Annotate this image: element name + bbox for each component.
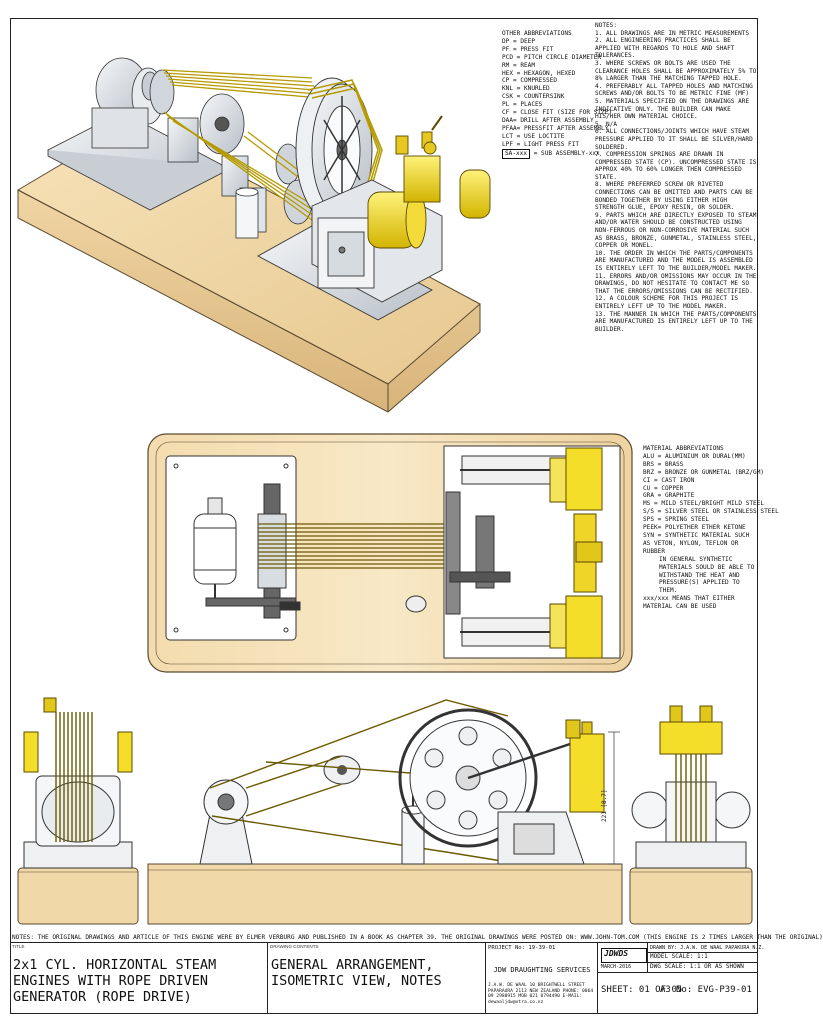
company-logo: JDWDS	[601, 948, 647, 963]
abbreviation-item: HEX = HEXAGON, HEXED	[502, 69, 576, 77]
material-item: CI = CAST IRON	[643, 476, 695, 484]
abbreviation-item: LCT = USE LOCTITE	[502, 132, 565, 140]
company-cell: PROJECT No: 19-39-01 JDW DRAUGHTING SERV…	[486, 943, 598, 1014]
contents-cell: DRAWING CONTENTS GENERAL ARRANGEMENT, IS…	[268, 943, 486, 1014]
material-abbreviations: MATERIAL ABBREVIATIONS ALU = ALUMINIUM O…	[643, 445, 779, 611]
abbreviation-item: RM = REAM	[502, 61, 536, 69]
note-item: 13. THE MANNER IN WHICH THE PARTS/COMPON…	[595, 310, 757, 333]
iso-cylinders	[367, 115, 491, 249]
note-item: 4. PREFERABLY ALL TAPPED HOLES AND MATCH…	[595, 82, 753, 98]
subassembly-box: SA-xxx	[502, 148, 531, 159]
notes-heading: NOTES:	[595, 22, 618, 29]
model-scale: MODEL SCALE: 1:1	[650, 953, 708, 960]
end-view-right	[629, 705, 753, 925]
either-material-note: xxx/xxx MEANS THAT EITHER MATERIAL CAN B…	[643, 595, 735, 611]
material-item: CU = COPPER	[643, 484, 684, 492]
note-item: 9. PARTS WHICH ARE DIRECTLY EXPOSED TO S…	[595, 211, 757, 250]
subassembly-text: = SUB ASSEMBLY-xxx	[533, 149, 600, 157]
title-cell: TITLE 2x1 CYL. HORIZONTAL STEAM ENGINES …	[10, 943, 268, 1014]
note-item: 12. A COLOUR SCHEME FOR THIS PROJECT IS …	[595, 295, 739, 310]
note-item: 1. ALL DRAWINGS ARE IN METRIC MEASUREMEN…	[595, 29, 750, 37]
drawn-by-cell: DRAWN BY: J.A.W. DE WAAL PAPAKURA N.Z.	[648, 943, 764, 953]
source-notes: NOTES: THE ORIGINAL DRAWINGS AND ARTICLE…	[10, 934, 823, 943]
material-item: BRS = BRASS	[643, 460, 684, 468]
material-item: PEEK= POLYETHER ETHER KETONE	[643, 524, 746, 532]
height-dimension: 221 [8.7]	[601, 789, 608, 822]
project-number: PROJECT No: 19-39-01	[488, 945, 555, 952]
drawing-contents: GENERAL ARRANGEMENT, ISOMETRIC VIEW, NOT…	[271, 957, 442, 989]
iso-lubricator	[235, 187, 259, 239]
drawing-title: 2x1 CYL. HORIZONTAL STEAM ENGINES WITH R…	[13, 957, 217, 1005]
iso-flywheel	[295, 77, 383, 229]
isometric-view	[16, 57, 491, 413]
subassembly-legend: SA-xxx = SUB ASSEMBLY-xxx	[502, 148, 600, 159]
abbreviation-item: LPF = LIGHT PRESS FIT	[502, 140, 580, 148]
sheet-count: SHEET: 01 OF 05	[601, 985, 683, 995]
note-item: 8. WHERE PREFERRED SCREW OR RIVETED CONN…	[595, 181, 753, 212]
logo-text: JDWDS	[604, 949, 629, 958]
abbreviation-item: PFAA= PRESSFIT AFTER ASSEMBLY	[502, 124, 609, 132]
iso-ropes	[161, 69, 321, 221]
notes-list: NOTES: 1. ALL DRAWINGS ARE IN METRIC MEA…	[595, 22, 757, 333]
material-item: SYN = SYNTHETIC MATERIAL SUCH AS VETON, …	[643, 531, 750, 555]
paper-size: A3	[660, 985, 671, 995]
material-abbreviations-heading: MATERIAL ABBREVIATIONS	[643, 445, 724, 452]
note-item: 2. ALL ENGINEERING PRACTICES SHALL BE AP…	[595, 37, 735, 60]
drawing-scale-cell: DWG SCALE: 1:1 OR AS SHOWN	[648, 963, 758, 973]
abbreviation-item: DP = DEEP	[502, 37, 536, 45]
abbreviation-item: CSK = COUNTERSINK	[502, 93, 565, 101]
iso-pulleys	[149, 69, 313, 225]
note-item: 6. ALL CONNECTIONS/JOINTS WHICH HAVE STE…	[595, 128, 753, 151]
note-item: 11. ERRORS AND/OR OMISSIONS MAY OCCUR IN…	[595, 272, 757, 295]
abbreviation-item: PF = PRESS FIT	[502, 45, 554, 53]
abbreviation-item: CF = CLOSE FIT (SIZE FOR SIZE)	[502, 109, 613, 117]
company-name: JDW DRAUGHTING SERVICES	[493, 966, 591, 974]
synthetic-note: IN GENERAL SYNTHETIC MATERIALS SOULD BE …	[659, 555, 755, 595]
drawing-sheet: NOTES: 1. ALL DRAWINGS ARE IN METRIC MEA…	[10, 18, 823, 1014]
material-item: GRA = GRAPHITE	[643, 492, 695, 500]
note-item: 7. COMPRESSION SPRINGS ARE DRAWN IN COMP…	[595, 151, 757, 181]
logo-cell: JDWDS MARCH-2016	[598, 943, 648, 973]
abbreviation-item: PCD = PITCH CIRCLE DIAMETER	[502, 53, 602, 61]
company-address: J.A.W. DE WAAL 10 BRIGHTWELL STREET PAPA…	[488, 983, 594, 1005]
material-item: ALU = ALUMINIUM OR DURAL(MM)	[643, 452, 746, 460]
material-item: SPS = SPRING STEEL	[643, 516, 710, 524]
side-elevation: 221 [8.7]	[147, 699, 623, 925]
note-item: 3. WHERE SCREWS OR BOLTS ARE USED THE CL…	[595, 59, 757, 83]
abbreviation-item: DAA= DRILL AFTER ASSEMBLY	[502, 116, 594, 124]
abbreviation-item: PL = PLACES	[502, 101, 543, 109]
contents-label: DRAWING CONTENTS	[270, 944, 319, 949]
drawing-date: MARCH-2016	[601, 964, 632, 970]
drawn-by: DRAWN BY: J.A.W. DE WAAL PAPAKURA N.Z.	[650, 945, 765, 951]
plan-view	[147, 433, 633, 673]
other-abbreviations-heading: OTHER ABBREVIATIONS	[502, 30, 572, 37]
model-scale-cell: MODEL SCALE: 1:1	[648, 953, 758, 963]
material-item: MS = MILD STEEL/BRIGHT MILD STEEL	[643, 500, 765, 508]
plan-cylinders	[549, 447, 603, 659]
other-abbreviations: OTHER ABBREVIATIONS DP = DEEP PF = PRESS…	[502, 30, 613, 159]
sheet-number-cell: SHEET: 01 OF 05 A3 No: EVG-P39-01	[598, 973, 758, 1014]
abbreviation-item: KNL = KNURLED	[502, 85, 550, 93]
plan-drive-pulleys	[205, 483, 301, 619]
drawing-scale: DWG SCALE: 1:1 OR AS SHOWN	[650, 963, 744, 970]
note-item: 5. MATERIALS SPECIFIED ON THE DRAWINGS A…	[595, 97, 750, 121]
material-item: S/S = SILVER STEEL OR STAINLESS STEEL	[643, 508, 779, 516]
title-block: NOTES: THE ORIGINAL DRAWINGS AND ARTICLE…	[10, 932, 823, 1014]
title-label: TITLE	[12, 944, 25, 949]
note-item: 10. THE ORDER IN WHICH THE PARTS/COMPONE…	[595, 249, 757, 272]
material-item: BRZ = BRONZE OR GUNMETAL (BRZ/GM)	[643, 468, 765, 476]
project-label: PROJECT No:	[488, 945, 526, 951]
abbreviation-item: CP = COMPRESSED	[502, 77, 558, 85]
end-view-left	[17, 697, 139, 925]
project-value: 19-39-01	[528, 945, 556, 951]
note-item: 5. N/A	[595, 120, 618, 128]
drawing-number: No: EVG-P39-01	[676, 985, 752, 995]
